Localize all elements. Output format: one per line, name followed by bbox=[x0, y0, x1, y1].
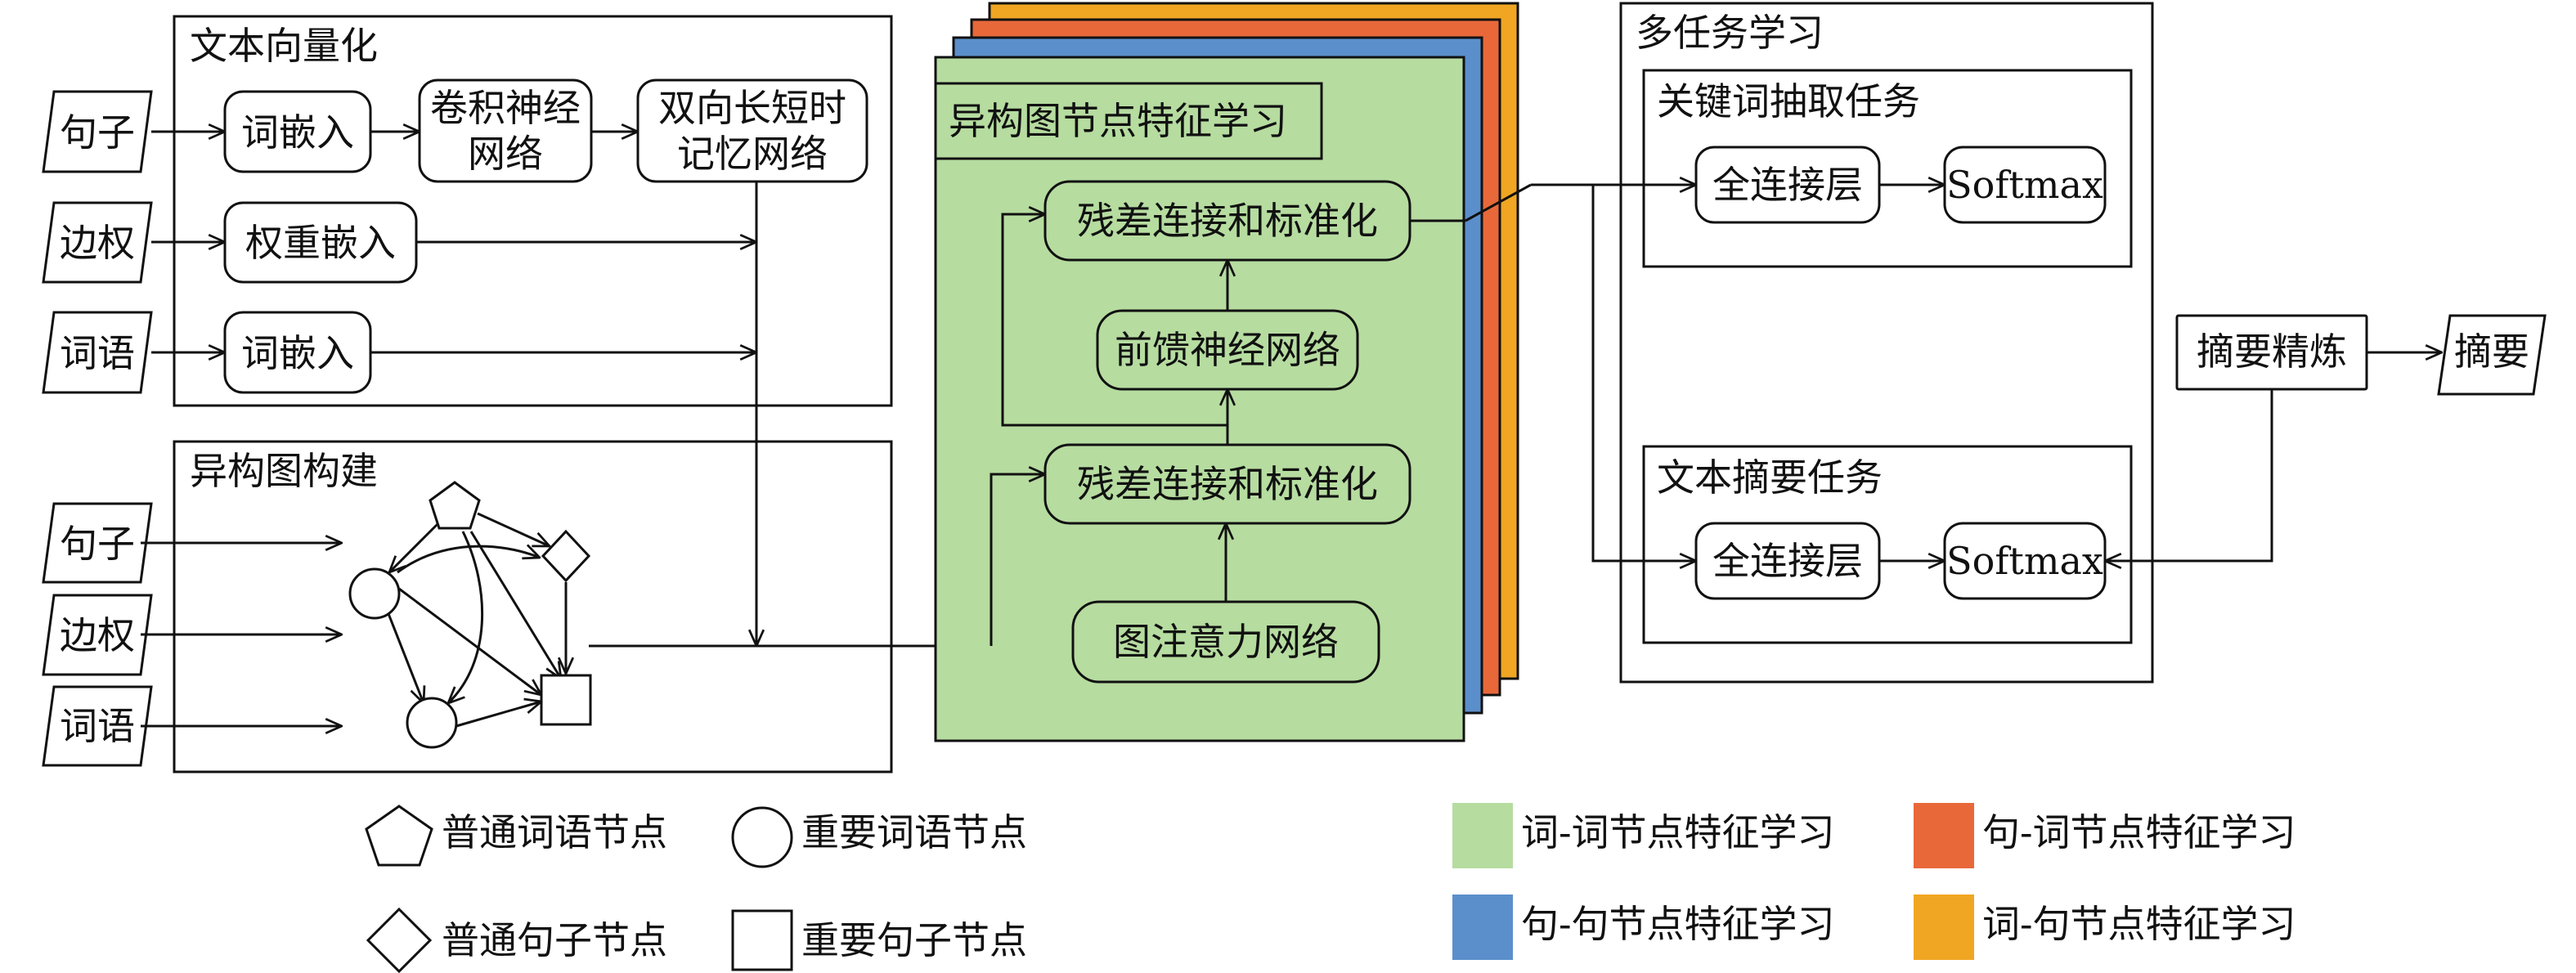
graph-circle-node-b bbox=[406, 697, 458, 749]
svg-text:句-句节点特征学习: 句-句节点特征学习 bbox=[1521, 902, 1835, 946]
legend-circle: 重要词语节点 bbox=[731, 806, 1027, 868]
graph-construction-title: 异构图构建 bbox=[190, 449, 378, 493]
svg-text:网络: 网络 bbox=[468, 132, 543, 176]
softmax-summary-box: Softmax bbox=[1943, 522, 2107, 600]
svg-text:权重嵌入: 权重嵌入 bbox=[245, 221, 396, 265]
legend-pentagon: 普通词语节点 bbox=[365, 805, 667, 867]
ffn-box: 前馈神经网络 bbox=[1096, 309, 1359, 391]
fc-keyword-box: 全连接层 bbox=[1694, 146, 1881, 224]
svg-text:词嵌入: 词嵌入 bbox=[241, 331, 354, 375]
svg-text:记忆网络: 记忆网络 bbox=[677, 132, 828, 176]
graph-construction-frame bbox=[173, 440, 893, 773]
text-vectorization-title: 文本向量化 bbox=[190, 24, 378, 68]
legend-layer-word-word: 词-词节点特征学习 bbox=[1452, 803, 1835, 868]
svg-text:Softmax: Softmax bbox=[1946, 539, 2103, 583]
input-sentence-graph: 句子 bbox=[42, 502, 153, 584]
multitask-frame bbox=[1619, 2, 2154, 684]
graph-diamond-node bbox=[541, 529, 591, 583]
svg-text:摘要精炼: 摘要精炼 bbox=[2197, 330, 2347, 374]
svg-text:词-词节点特征学习: 词-词节点特征学习 bbox=[1521, 810, 1835, 854]
bilstm-box: 双向长短时 记忆网络 bbox=[636, 78, 868, 183]
svg-text:词嵌入: 词嵌入 bbox=[241, 110, 354, 155]
keyword-task-title: 关键词抽取任务 bbox=[1657, 79, 1920, 123]
svg-text:Softmax: Softmax bbox=[1946, 163, 2103, 207]
legend-square: 重要句子节点 bbox=[731, 909, 1027, 971]
input-sentence: 句子 bbox=[42, 90, 153, 173]
svg-text:异构图节点特征学习: 异构图节点特征学习 bbox=[949, 99, 1287, 143]
svg-text:双向长短时: 双向长短时 bbox=[658, 86, 846, 130]
graph-circle-node-a bbox=[348, 567, 401, 620]
input-edge-weight: 边权 bbox=[42, 201, 153, 284]
svg-text:摘要: 摘要 bbox=[2454, 330, 2529, 374]
svg-text:边权: 边权 bbox=[60, 221, 135, 265]
summary-output: 摘要 bbox=[2437, 314, 2547, 396]
summary-task-title: 文本摘要任务 bbox=[1657, 455, 1883, 500]
summary-refine-box: 摘要精炼 bbox=[2175, 314, 2368, 391]
svg-text:句子: 句子 bbox=[60, 522, 135, 566]
svg-text:前馈神经网络: 前馈神经网络 bbox=[1115, 328, 1340, 372]
input-word-graph: 词语 bbox=[42, 685, 153, 767]
hetero-learning-title: 异构图节点特征学习 bbox=[934, 82, 1323, 160]
svg-text:图注意力网络: 图注意力网络 bbox=[1113, 620, 1339, 664]
cnn-box: 卷积神经 网络 bbox=[418, 78, 593, 183]
text-vectorization-frame bbox=[173, 15, 893, 407]
svg-text:残差连接和标准化: 残差连接和标准化 bbox=[1077, 462, 1378, 506]
svg-text:全连接层: 全连接层 bbox=[1712, 163, 1863, 207]
svg-text:普通词语节点: 普通词语节点 bbox=[442, 810, 667, 854]
legend-layer-word-sentence: 词-句节点特征学习 bbox=[1914, 895, 2296, 960]
residual-norm-bottom-box: 残差连接和标准化 bbox=[1043, 443, 1411, 525]
svg-text:边权: 边权 bbox=[60, 613, 135, 657]
legend-diamond: 普通句子节点 bbox=[366, 907, 667, 973]
graph-pentagon-node bbox=[429, 481, 481, 530]
svg-text:句子: 句子 bbox=[60, 110, 135, 155]
legend-layer-sentence-sentence: 句-句节点特征学习 bbox=[1452, 895, 1835, 960]
svg-text:句-词节点特征学习: 句-词节点特征学习 bbox=[1982, 810, 2296, 854]
svg-text:全连接层: 全连接层 bbox=[1712, 539, 1863, 583]
svg-text:普通句子节点: 普通句子节点 bbox=[442, 918, 667, 962]
legend-layer-sentence-word: 句-词节点特征学习 bbox=[1914, 803, 2296, 868]
word-embedding-box-2: 词嵌入 bbox=[223, 311, 372, 394]
svg-text:词语: 词语 bbox=[60, 331, 135, 375]
svg-text:重要词语节点: 重要词语节点 bbox=[801, 810, 1027, 854]
input-word: 词语 bbox=[42, 311, 153, 394]
summary-task-frame bbox=[1642, 445, 2133, 644]
graph-square-node bbox=[540, 674, 592, 726]
svg-text:卷积神经: 卷积神经 bbox=[430, 86, 581, 130]
heterogeneous-graph bbox=[348, 481, 592, 749]
multitask-title: 多任务学习 bbox=[1636, 11, 1824, 55]
residual-norm-top-box: 残差连接和标准化 bbox=[1043, 180, 1411, 262]
svg-text:词-句节点特征学习: 词-句节点特征学习 bbox=[1982, 902, 2296, 946]
input-edge-weight-graph: 边权 bbox=[42, 594, 153, 676]
keyword-task-frame bbox=[1642, 69, 2133, 268]
svg-text:残差连接和标准化: 残差连接和标准化 bbox=[1077, 199, 1378, 243]
word-embedding-box: 词嵌入 bbox=[223, 90, 372, 173]
svg-text:词语: 词语 bbox=[60, 704, 135, 748]
gat-box: 图注意力网络 bbox=[1071, 600, 1380, 684]
weight-embedding-box: 权重嵌入 bbox=[223, 201, 418, 284]
softmax-keyword-box: Softmax bbox=[1943, 146, 2107, 224]
fc-summary-box: 全连接层 bbox=[1694, 522, 1881, 600]
svg-text:重要句子节点: 重要句子节点 bbox=[801, 918, 1027, 962]
